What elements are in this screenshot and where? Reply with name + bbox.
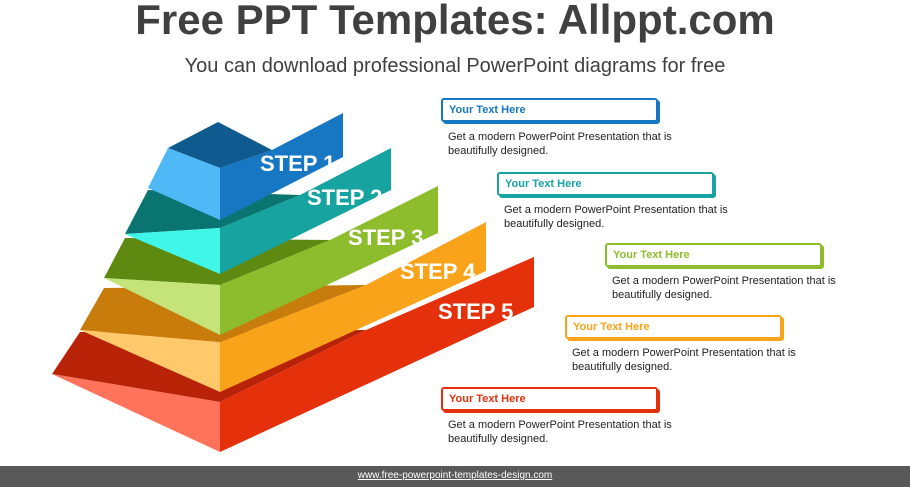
step-2-label: STEP 2: [307, 185, 382, 210]
step-2-description: Get a modern PowerPoint Presentation tha…: [504, 204, 728, 230]
step-5-front-face: [52, 374, 220, 452]
footer-link[interactable]: www.free-powerpoint-templates-design.com: [357, 470, 553, 481]
step-1-label: STEP 1: [260, 151, 335, 176]
step-4-ribbon: [220, 222, 486, 392]
step-5-box-title: Your Text Here: [449, 393, 526, 405]
step-1-description: Get a modern PowerPoint Presentation tha…: [448, 131, 672, 157]
page-title: Free PPT Templates: Allppt.com: [135, 0, 775, 43]
step-4-description: Get a modern PowerPoint Presentation tha…: [572, 347, 796, 373]
step-1-title-box: Your Text Here: [441, 98, 658, 122]
step-1-front-face: [148, 148, 220, 220]
step-2-box-title: Your Text Here: [505, 178, 582, 190]
step-5-ribbon: [220, 257, 534, 452]
page-subtitle: You can download professional PowerPoint…: [184, 55, 726, 77]
step-1-box-title: Your Text Here: [449, 104, 526, 116]
step-3-description: Get a modern PowerPoint Presentation tha…: [612, 275, 836, 301]
step-3-front-face: [104, 278, 220, 335]
step-4-box-title: Your Text Here: [573, 321, 650, 333]
footer-bar: www.free-powerpoint-templates-design.com: [0, 466, 910, 487]
step-1-ribbon: [220, 113, 343, 220]
step-4-front-face: [80, 330, 220, 392]
step-pyramid-diagram: STEP 5 STEP 4 STEP 3 STEP 2 STEP 1: [52, 113, 534, 452]
step-2-front-face: [125, 228, 220, 274]
step-2-title-box: Your Text Here: [497, 172, 714, 196]
step-2-ribbon: [220, 148, 391, 274]
pyramid-level-1: STEP 1: [148, 113, 343, 220]
step-4-title-box: Your Text Here: [565, 315, 782, 339]
step-3-label: STEP 3: [348, 225, 423, 250]
step-5-label: STEP 5: [438, 299, 513, 324]
step-3-box-title: Your Text Here: [613, 249, 690, 261]
step-1-top-face: [168, 122, 272, 168]
step-3-title-box: Your Text Here: [605, 243, 822, 267]
step-5-description: Get a modern PowerPoint Presentation tha…: [448, 419, 672, 445]
step-5-title-box: Your Text Here: [441, 387, 658, 411]
step-3-ribbon: [220, 186, 438, 335]
step-4-label: STEP 4: [400, 259, 476, 284]
